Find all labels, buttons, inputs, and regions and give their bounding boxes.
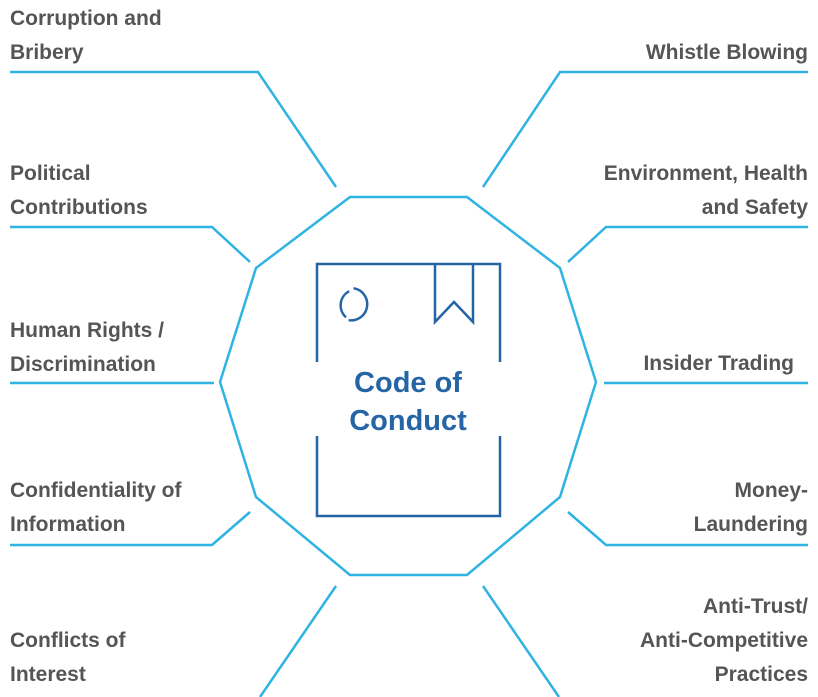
connector-confidentiality bbox=[10, 511, 251, 547]
connector-antitrust bbox=[481, 585, 561, 697]
connector-conflicts bbox=[258, 585, 338, 697]
topic-political-line1: Political bbox=[10, 162, 91, 185]
topic-conflicts-line2: Interest bbox=[10, 663, 86, 686]
topic-human-rights: Human Rights / Discrimination bbox=[10, 314, 164, 382]
topic-corruption-line2: Bribery bbox=[10, 41, 84, 64]
topic-human-rights-line1: Human Rights / bbox=[10, 319, 165, 342]
topic-confidentiality: Confidentiality of Information bbox=[10, 474, 182, 542]
connector-whistle bbox=[481, 70, 808, 188]
topic-environment-line1: Environment, Health bbox=[603, 162, 808, 185]
decagon-outline bbox=[218, 195, 598, 577]
topic-antitrust-line3: Practices bbox=[714, 663, 808, 686]
topic-whistle-line1: Whistle Blowing bbox=[645, 41, 808, 64]
center-title-line1: Code of bbox=[354, 367, 462, 399]
connector-money bbox=[567, 511, 808, 547]
connector-political bbox=[10, 225, 251, 263]
topic-confidentiality-line2: Information bbox=[10, 513, 126, 536]
circle-icon bbox=[339, 286, 369, 322]
topic-whistle: Whistle Blowing bbox=[646, 36, 808, 70]
topic-conflicts: Conflicts of Interest bbox=[10, 624, 126, 692]
topic-political-line2: Contributions bbox=[10, 196, 148, 219]
topic-corruption: Corruption and Bribery bbox=[10, 2, 162, 70]
topic-antitrust: Anti-Trust/ Anti-Competitive Practices bbox=[640, 590, 808, 692]
topic-conflicts-line1: Conflicts of bbox=[10, 629, 126, 652]
topic-money-line2: Laundering bbox=[693, 513, 808, 536]
topic-political: Political Contributions bbox=[10, 157, 148, 225]
topic-environment-line2: and Safety bbox=[701, 196, 808, 219]
topic-money: Money- Laundering bbox=[694, 474, 808, 542]
topic-environment: Environment, Health and Safety bbox=[604, 157, 808, 225]
center-title-line2: Conduct bbox=[349, 405, 467, 437]
bookmark-icon bbox=[433, 264, 475, 326]
connector-environment bbox=[567, 225, 808, 263]
topic-human-rights-line2: Discrimination bbox=[10, 353, 156, 376]
topic-insider: Insider Trading bbox=[643, 347, 794, 381]
topic-antitrust-line2: Anti-Competitive bbox=[640, 629, 808, 652]
book-icon bbox=[315, 262, 502, 518]
connector-corruption bbox=[10, 70, 338, 188]
center-title: Code of Conduct bbox=[316, 364, 500, 440]
topic-insider-line1: Insider Trading bbox=[643, 352, 794, 375]
topic-antitrust-line1: Anti-Trust/ bbox=[703, 595, 808, 618]
topic-confidentiality-line1: Confidentiality of bbox=[10, 479, 182, 502]
topic-money-line1: Money- bbox=[734, 479, 809, 502]
topic-corruption-line1: Corruption and bbox=[10, 7, 162, 30]
